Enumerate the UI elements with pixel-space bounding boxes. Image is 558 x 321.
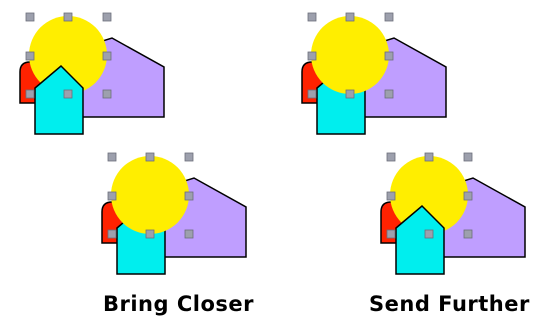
selection-handles[interactable] [25,12,112,99]
selection-handles[interactable] [307,12,394,99]
resize-handle[interactable] [307,89,317,99]
resize-handle[interactable] [345,89,355,99]
selection-handles[interactable] [107,152,194,239]
resize-handle[interactable] [145,152,155,162]
resize-handle[interactable] [463,229,473,239]
yellow-circle-shape[interactable] [29,16,107,94]
resize-handle[interactable] [25,51,35,61]
resize-handle[interactable] [184,152,194,162]
bring-closer-caption: Bring Closer [103,292,254,316]
resize-handle[interactable] [184,229,194,239]
panel-top-left [19,12,165,135]
resize-handle[interactable] [307,12,317,22]
resize-handle[interactable] [463,152,473,162]
resize-handle[interactable] [345,12,355,22]
panel-send-further [380,152,526,275]
resize-handle[interactable] [184,191,194,201]
resize-handle[interactable] [107,191,117,201]
send-further-caption: Send Further [369,292,530,316]
resize-handle[interactable] [107,152,117,162]
yellow-circle-shape[interactable] [111,156,189,234]
resize-handle[interactable] [384,89,394,99]
resize-handle[interactable] [384,51,394,61]
panel-bring-closer [101,152,247,275]
resize-handle[interactable] [386,191,396,201]
resize-handle[interactable] [102,51,112,61]
resize-handle[interactable] [63,12,73,22]
resize-handle[interactable] [386,229,396,239]
yellow-circle-shape[interactable] [311,16,389,94]
resize-handle[interactable] [102,12,112,22]
resize-handle[interactable] [107,229,117,239]
selection-handles[interactable] [386,152,473,239]
resize-handle[interactable] [25,12,35,22]
resize-handle[interactable] [307,51,317,61]
resize-handle[interactable] [424,229,434,239]
resize-handle[interactable] [102,89,112,99]
yellow-circle-shape[interactable] [390,156,468,234]
resize-handle[interactable] [424,152,434,162]
resize-handle[interactable] [63,89,73,99]
resize-handle[interactable] [145,229,155,239]
resize-handle[interactable] [386,152,396,162]
resize-handle[interactable] [25,89,35,99]
resize-handle[interactable] [384,12,394,22]
cyan-arrow-shape[interactable] [34,64,84,135]
cyan-arrow-shape[interactable] [395,204,445,275]
resize-handle[interactable] [463,191,473,201]
panel-top-right [301,12,447,135]
